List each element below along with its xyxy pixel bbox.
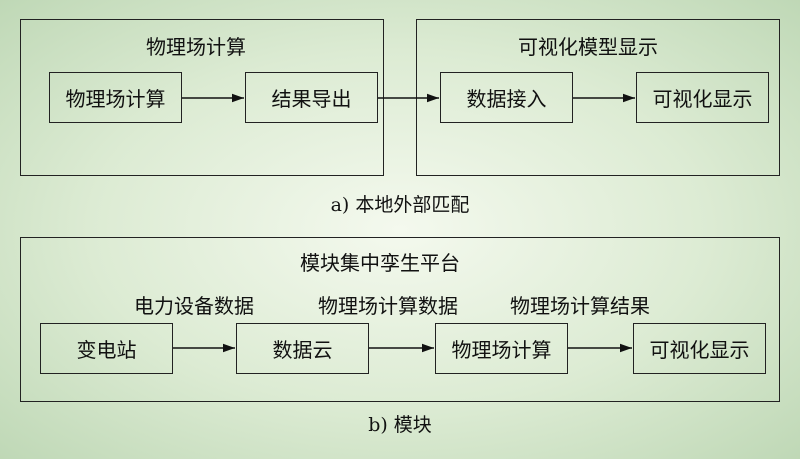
visual-model-panel-title: 可视化模型显示 [518, 35, 658, 59]
twin-platform-panel [20, 237, 780, 402]
caption-a: a) 本地外部匹配 [330, 194, 470, 216]
visual-display-box-a: 可视化显示 [636, 72, 769, 123]
physics-compute-box-b: 物理场计算 [435, 323, 568, 374]
physics-compute-box: 物理场计算 [49, 72, 182, 123]
data-cloud-box: 数据云 [236, 323, 369, 374]
flow-label-physics-result: 物理场计算结果 [510, 294, 650, 318]
twin-platform-title: 模块集中孪生平台 [300, 251, 460, 275]
result-export-box: 结果导出 [245, 72, 378, 123]
data-access-box: 数据接入 [440, 72, 573, 123]
visual-display-box-b: 可视化显示 [633, 323, 766, 374]
caption-b: b) 模块 [368, 414, 432, 436]
substation-box: 变电站 [40, 323, 173, 374]
flow-label-equipment-data: 电力设备数据 [134, 294, 254, 318]
flow-label-physics-data: 物理场计算数据 [318, 294, 458, 318]
local-compute-panel-title: 物理场计算 [146, 35, 246, 59]
